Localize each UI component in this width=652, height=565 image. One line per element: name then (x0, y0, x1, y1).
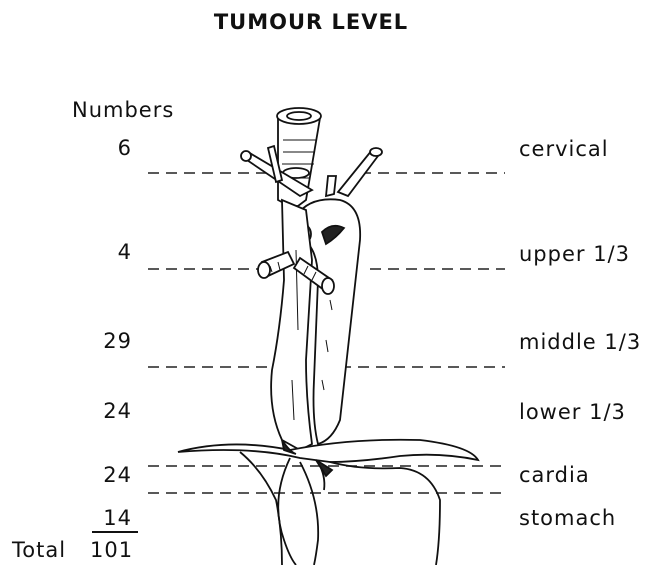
aorta-drawing (241, 146, 382, 444)
stomach-drawing (178, 440, 478, 565)
esophagus-drawing (271, 200, 312, 450)
